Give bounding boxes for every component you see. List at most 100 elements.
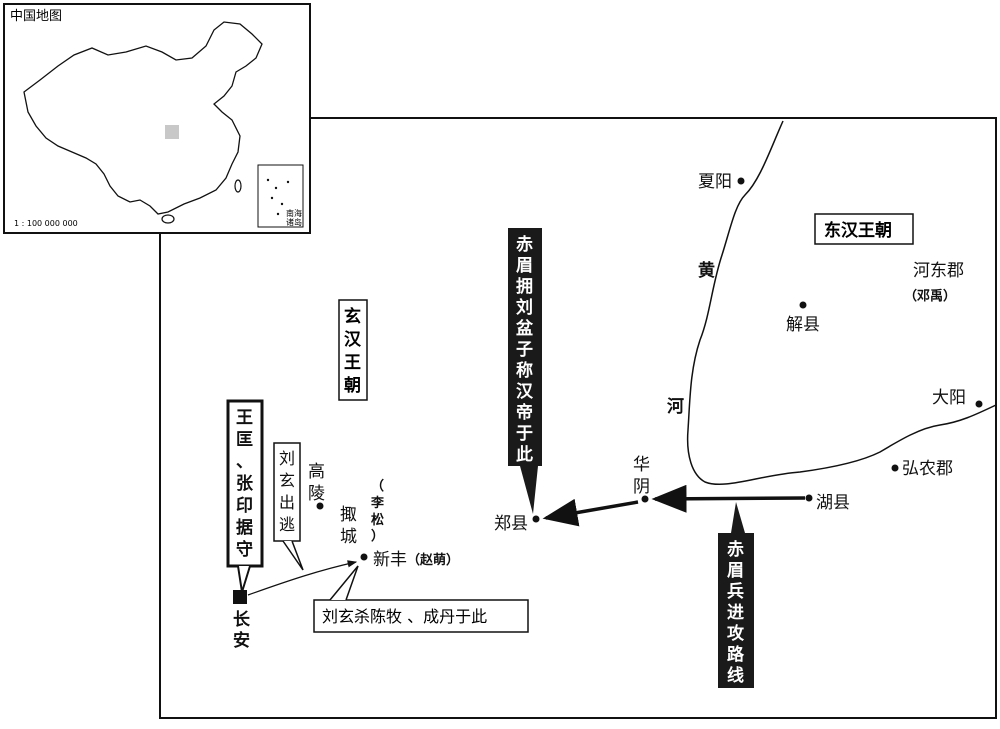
place-dayang: 大阳 <box>932 388 966 408</box>
river-label-huang: 黄 <box>698 260 715 281</box>
inset-highlight <box>165 125 179 139</box>
svg-text:兵: 兵 <box>727 581 744 602</box>
place-zoucheng-note-2: 李 <box>370 495 385 511</box>
place-zoucheng-2: 城 <box>340 527 357 547</box>
place-changan-1: 长 <box>233 609 251 630</box>
taiwan-island <box>234 179 242 193</box>
dot-gaoling <box>316 502 324 510</box>
svg-text:、: 、 <box>236 452 253 472</box>
inset-title: 中国地图 <box>10 9 62 24</box>
place-changan-2: 安 <box>233 630 250 651</box>
svg-text:帝: 帝 <box>516 402 533 423</box>
xuan-han-char-3: 王 <box>344 353 361 373</box>
callout-wangkuang <box>226 399 264 568</box>
south-sea-label-1: 南海 <box>286 208 302 218</box>
place-gaoling-2: 陵 <box>308 484 325 504</box>
dot-huxian <box>805 494 813 502</box>
place-xinfeng-note: （赵萌） <box>407 552 459 568</box>
changan-marker <box>233 590 247 604</box>
xuan-han-char-2: 汉 <box>344 330 362 350</box>
place-xinfeng: 新丰 <box>373 550 407 570</box>
callout-liuxuan-flee-text: 刘 玄 出 逃 <box>279 449 295 534</box>
xuan-han-char-4: 朝 <box>344 375 361 396</box>
svg-text:路: 路 <box>727 644 745 665</box>
svg-text:赤: 赤 <box>727 539 744 560</box>
svg-text:匡: 匡 <box>236 430 253 450</box>
china-outline <box>23 21 263 215</box>
callout-wangkuang-text: 王 匡 、 张 印 据 守 <box>236 408 254 560</box>
svg-text:拥: 拥 <box>516 276 533 297</box>
south-sea-label-2: 诸岛 <box>286 217 302 227</box>
svg-text:线: 线 <box>727 665 744 686</box>
dot-zhengxian <box>532 515 540 523</box>
route-huxian-huayin <box>651 484 806 513</box>
svg-text:称: 称 <box>516 360 533 381</box>
svg-text:玄: 玄 <box>279 471 295 490</box>
dot-hongnong <box>891 464 899 472</box>
south-sea-islands <box>266 178 290 216</box>
svg-text:据: 据 <box>236 517 253 538</box>
svg-text:守: 守 <box>236 539 253 560</box>
svg-text:刘: 刘 <box>516 297 533 318</box>
svg-text:张: 张 <box>236 474 254 494</box>
callout-chimei-route-pointer <box>731 502 745 533</box>
place-zoucheng-1: 掫 <box>340 505 357 525</box>
inset-map: 中国地图 南海 诸岛 1 : 100 000 000 <box>3 3 311 234</box>
svg-text:赤: 赤 <box>516 234 533 255</box>
place-hedong-note: （邓禹） <box>904 288 956 304</box>
place-hedong: 河东郡 <box>913 261 964 281</box>
hainan-island <box>161 214 175 224</box>
callout-chimei-route-text: 赤 眉 兵 进 攻 路 线 <box>727 539 745 686</box>
dot-dayang <box>975 400 983 408</box>
dot-xiayang <box>737 177 745 185</box>
svg-text:此: 此 <box>516 444 533 465</box>
place-huayin-1: 华 <box>633 455 650 475</box>
dot-huayin <box>641 495 649 503</box>
callout-liuxuan-kill-text: 刘玄杀陈牧 、成丹于此 <box>322 607 487 626</box>
callout-wangkuang-pointer <box>237 565 251 593</box>
place-xiexian: 解县 <box>786 315 820 335</box>
svg-text:盆: 盆 <box>515 318 534 339</box>
svg-text:子: 子 <box>516 340 533 360</box>
svg-text:汉: 汉 <box>516 382 534 402</box>
callout-chimei-crown-text: 赤 眉 拥 刘 盆 子 称 汉 帝 于 此 <box>515 234 534 465</box>
river-label-he: 河 <box>667 397 684 417</box>
callout-liuxuan-kill <box>313 599 529 633</box>
place-zoucheng-note-1: （ <box>371 478 384 494</box>
south-sea-box <box>257 164 304 228</box>
callout-chimei-crown-pointer <box>520 466 538 514</box>
svg-text:出: 出 <box>279 493 295 512</box>
route-changan-xinfeng <box>247 560 358 596</box>
east-han-box <box>814 213 914 245</box>
callout-chimei-crown <box>508 228 542 466</box>
route-huayin-zhengxian <box>542 498 639 527</box>
place-zoucheng-note-3: 松 <box>371 512 384 528</box>
svg-text:攻: 攻 <box>727 623 745 644</box>
svg-text:眉: 眉 <box>516 256 533 276</box>
place-gaoling-1: 高 <box>308 462 325 482</box>
place-huayin-2: 阴 <box>633 477 650 497</box>
callout-chimei-route <box>718 533 754 688</box>
place-zhengxian: 郑县 <box>494 514 528 534</box>
svg-text:王: 王 <box>236 408 253 428</box>
callout-liuxuan-flee <box>273 442 301 542</box>
callout-liuxuan-kill-pointer <box>329 565 359 601</box>
place-hongnong: 弘农郡 <box>902 459 953 479</box>
east-han-label: 东汉王朝 <box>824 220 892 241</box>
svg-text:印: 印 <box>236 496 253 516</box>
place-xiayang: 夏阳 <box>698 172 732 192</box>
xuan-han-box <box>338 299 368 401</box>
callout-liuxuan-flee-pointer <box>282 540 304 571</box>
xuan-han-char-1: 玄 <box>344 306 361 327</box>
dot-xiexian <box>799 301 807 309</box>
yellow-river <box>686 120 997 486</box>
svg-text:进: 进 <box>727 603 744 623</box>
place-huxian: 湖县 <box>816 493 850 513</box>
place-zoucheng-note-4: ） <box>371 528 384 544</box>
dot-xinfeng <box>360 553 368 561</box>
svg-text:逃: 逃 <box>279 515 295 534</box>
svg-text:刘: 刘 <box>279 449 295 468</box>
svg-text:于: 于 <box>516 424 533 444</box>
svg-text:眉: 眉 <box>727 561 744 581</box>
